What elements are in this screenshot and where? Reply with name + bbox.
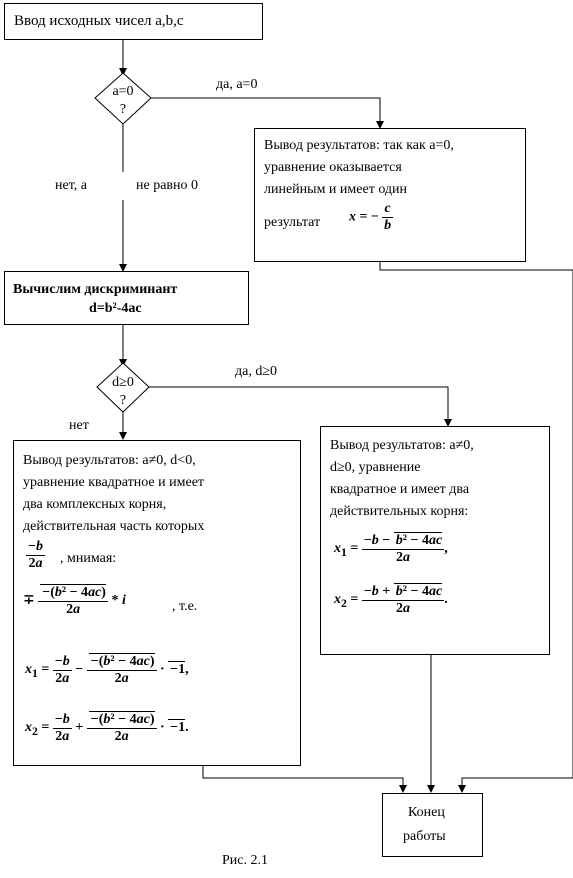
complex-line1: Вывод результатов: a≠0, d<0, [23,453,196,468]
complex-imag-part-formula: ∓ −(b² − 4ac)2a * i [23,584,126,617]
complex-line2: уравнение квадратное и имеет [23,475,205,490]
complex-roots-box: Вывод результатов: a≠0, d<0, уравнение к… [13,440,301,766]
decision1-yes-label: да, a=0 [216,77,258,92]
decision-d-nonneg-diamond [96,362,150,413]
linear-result-line3: линейным и имеет один [264,182,408,197]
real-line3: квадратное и имеет два [330,482,470,497]
decision2-no-label: нет [69,418,89,433]
linear-result-box: Вывод результатов: так как a=0, уравнени… [254,128,526,262]
complex-line3: два комплексных корня, [23,497,167,512]
end-line1: Конец [408,805,445,820]
end-box: Конец работы [382,793,483,857]
start-box: Ввод исходных чисел a,b,c [4,3,263,40]
decision2-condition: d≥0 [112,375,134,390]
decision2-yes-label: да, d≥0 [235,364,278,379]
decision1-no-label-right: не равно 0 [136,178,199,193]
decision2-question: ? [119,393,127,408]
linear-result-line4: результат [264,215,321,230]
figure-caption: Рис. 2.1 [222,853,268,868]
linear-result-line1: Вывод результатов: так как a=0, [264,138,454,153]
real-line4: действительных корня: [330,504,469,519]
complex-te: , т.е. [172,599,198,614]
end-line2: работы [403,829,446,844]
discriminant-box: Вычислим дискриминант d=b²-4ac [4,271,249,325]
start-box-text: Ввод исходных чисел a,b,c [14,13,184,29]
discriminant-line2: d=b²-4ac [89,301,142,316]
real-roots-box: Вывод результатов: a≠0, d≥0, уравнение к… [320,426,550,655]
decision1-condition: a=0 [112,84,134,99]
complex-imag-word: , мнимая: [60,551,117,566]
discriminant-line1: Вычислим дискриминант [13,282,178,297]
complex-line4: действительная часть которых [23,519,205,534]
decision1-no-label-left: нет, a [55,178,87,193]
decision1-question: ? [119,102,127,117]
linear-result-line2: уравнение оказывается [264,160,402,175]
decision-a-zero-diamond [94,72,152,125]
real-line2: d≥0, уравнение [330,460,421,475]
real-line1: Вывод результатов: a≠0, [330,438,474,453]
